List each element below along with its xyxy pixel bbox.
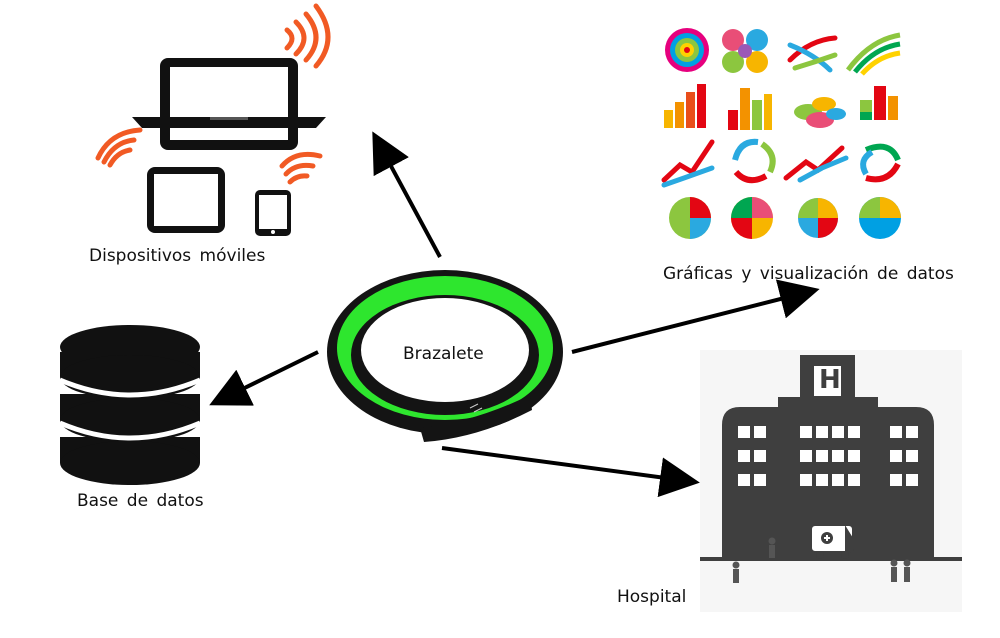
person-icon [732,537,911,583]
devices-label: Dispositivos móviles [89,246,266,266]
cylinder-chart-icon [794,97,846,128]
stacked-chart-icon [860,86,898,120]
database-icon [60,325,200,485]
database-label: Base de datos [77,491,204,511]
flower-chart-icon [722,29,768,73]
target-chart-icon [665,28,709,72]
arrow-to-hospital [441,446,700,498]
pie-chart-icon [798,198,838,238]
pie-chart-icon [669,197,711,239]
arrow-to-database [209,350,319,406]
arrow-to-charts [571,279,820,354]
pie-chart-icon [859,197,901,239]
bracelet-label: Brazalete [403,344,484,364]
bar-chart-icon [664,84,706,128]
arrow-to-devices [372,131,442,258]
charts-label: Gráficas y visualización de datos [663,264,954,284]
database-dividers [59,377,201,441]
rainbow-chart-icon [845,32,901,76]
wifi-icon [95,127,143,168]
swirl-arrows-icon [860,143,901,183]
tablet-icon [147,167,225,233]
hospital-label: Hospital [617,587,687,607]
hospital-sign-letter: H [819,365,841,395]
arrows [209,131,820,498]
arrows-chart-icon [787,35,838,73]
bracelet-icon [327,270,563,442]
phone-icon [255,190,291,236]
wifi-icon [284,3,331,69]
trend-arrows-icon [783,145,849,183]
bar-chart-icon [728,88,772,130]
wifi-icon [279,151,323,185]
hospital-icon [700,355,962,561]
ambulance-icon [810,524,854,559]
laptop-icon [132,58,326,150]
growth-arrow-icon [661,139,715,188]
pie-chart-icon [731,197,773,239]
cycle-arrows-icon [732,138,776,184]
chart-icons-grid [661,28,901,239]
